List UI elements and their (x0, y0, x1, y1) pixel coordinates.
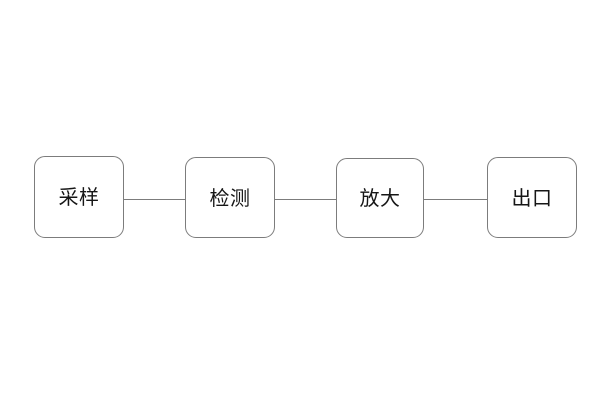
flow-node-sampling[interactable]: 采样 (34, 156, 124, 238)
flow-node-label: 放大 (359, 186, 401, 210)
connector-sampling-to-detection (123, 199, 186, 200)
flow-node-detection[interactable]: 检测 (185, 157, 275, 238)
flow-node-label: 检测 (209, 185, 251, 210)
flow-node-outlet[interactable]: 出口 (487, 157, 577, 238)
flow-node-label: 出口 (511, 185, 553, 210)
connector-detection-to-amplification (274, 199, 337, 200)
connector-amplification-to-outlet (423, 199, 488, 200)
flow-node-amplification[interactable]: 放大 (336, 158, 424, 238)
flow-node-label: 采样 (58, 185, 100, 209)
